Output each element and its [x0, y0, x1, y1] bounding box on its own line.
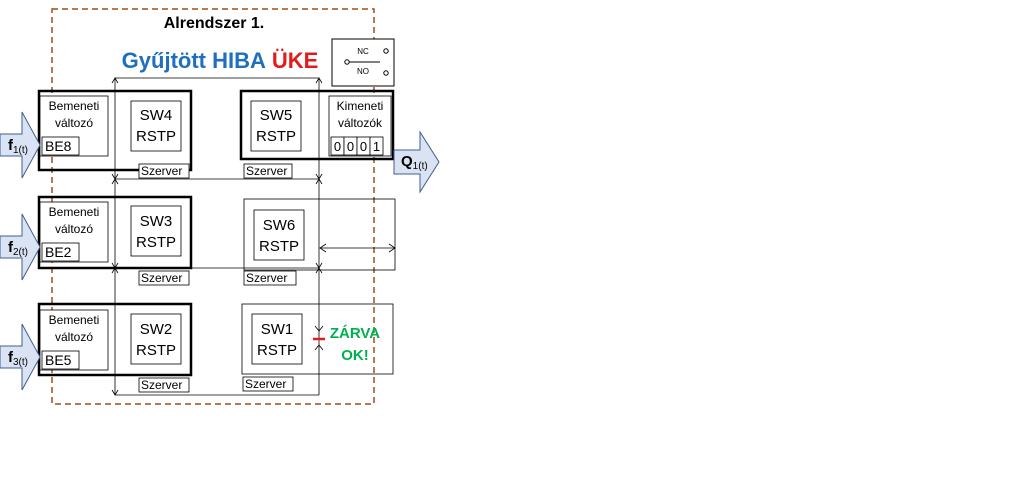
subsystem-border: [51, 8, 375, 405]
output-bits: 0 0 0 1: [330, 136, 384, 156]
switch-protocol-sw5: RSTP: [256, 128, 296, 145]
switch-box-sw1: [251, 313, 303, 365]
output-bit-2: 0: [347, 139, 354, 154]
switch-protocol-sw6: RSTP: [259, 238, 299, 255]
switch-name-sw6: SW6: [263, 217, 296, 234]
server-box-6: [242, 376, 294, 392]
input-signal-2: f2(t): [8, 239, 28, 258]
input-label-2a: Bemeneti: [49, 205, 100, 219]
double-arrow-icon: [319, 243, 396, 253]
output-module-1: [239, 89, 395, 161]
output-label-a: Kimeneti: [337, 99, 384, 113]
switch-protocol-sw2: RSTP: [136, 342, 176, 359]
switch-protocol-sw4: RSTP: [136, 128, 176, 145]
header-title-part1: Gyűjtött HIBA: [122, 48, 266, 73]
relay-no-label: NO: [357, 67, 369, 76]
switch-box-sw4: [130, 100, 182, 152]
input-module-3: [37, 302, 193, 377]
switch-name-sw1: SW1: [261, 321, 294, 338]
switch-box-sw5: [250, 100, 302, 152]
output-bit-1: 0: [334, 139, 341, 154]
input-code-box-1: [41, 136, 80, 156]
server-label-2: Szerver: [141, 271, 182, 285]
output-arrow: Q1(t): [393, 130, 440, 194]
header-title-part2: ÜKE: [272, 48, 318, 73]
relay-nc-label: NC: [357, 47, 369, 56]
switch-protocol-sw1: RSTP: [257, 342, 297, 359]
server-label-3: Szerver: [141, 378, 182, 392]
switch-box-sw6: [253, 209, 305, 261]
server-label-5: Szerver: [246, 271, 287, 285]
input-code-1: BE8: [45, 138, 72, 154]
module-1: [241, 303, 394, 375]
subsystem-title: Alrendszer 1.: [164, 15, 264, 32]
switch-name-sw2: SW2: [140, 321, 173, 338]
input-label-1a: Bemeneti: [49, 99, 100, 113]
input-module-1: [37, 89, 193, 172]
switch-name-sw3: SW3: [140, 213, 173, 230]
relay-contact-icon: NC NO: [331, 38, 395, 87]
input-label-3b: változó: [55, 330, 93, 344]
server-box-1: [138, 163, 190, 179]
input-module-2: [37, 195, 193, 270]
switch-box-sw2: [130, 313, 182, 365]
server-label-6: Szerver: [245, 377, 286, 391]
server-box-3: [138, 377, 190, 393]
input-label-2b: változó: [55, 222, 93, 236]
server-label-4: Szerver: [246, 164, 287, 178]
status-line-2: OK!: [341, 347, 369, 364]
closed-contact-icon: [313, 325, 325, 351]
input-arrow-3: f3(t): [0, 323, 41, 391]
input-code-3: BE5: [45, 352, 72, 368]
input-label-3a: Bemeneti: [49, 313, 100, 327]
input-code-2: BE2: [45, 244, 72, 260]
input-code-box-3: [41, 350, 80, 370]
switch-protocol-sw3: RSTP: [136, 234, 176, 251]
server-box-5: [243, 270, 297, 286]
input-signal-1: f1(t): [8, 137, 28, 156]
input-code-box-2: [41, 242, 80, 262]
switch-name-sw4: SW4: [140, 107, 173, 124]
output-signal: Q1(t): [401, 153, 428, 172]
server-label-1: Szerver: [141, 164, 182, 178]
input-arrow-1: f1(t): [0, 111, 41, 179]
switch-box-sw3: [130, 205, 182, 257]
output-bit-4: 1: [373, 139, 380, 154]
server-box-2: [138, 270, 190, 286]
input-signal-3: f3(t): [8, 349, 28, 368]
output-label-b: változók: [338, 116, 383, 130]
server-box-4: [243, 163, 293, 179]
input-label-1b: változó: [55, 116, 93, 130]
switch-name-sw5: SW5: [260, 107, 293, 124]
status-line-1: ZÁRVA: [330, 325, 380, 342]
output-bit-3: 0: [360, 139, 367, 154]
module-6: [243, 198, 396, 271]
input-arrow-2: f2(t): [0, 213, 41, 281]
